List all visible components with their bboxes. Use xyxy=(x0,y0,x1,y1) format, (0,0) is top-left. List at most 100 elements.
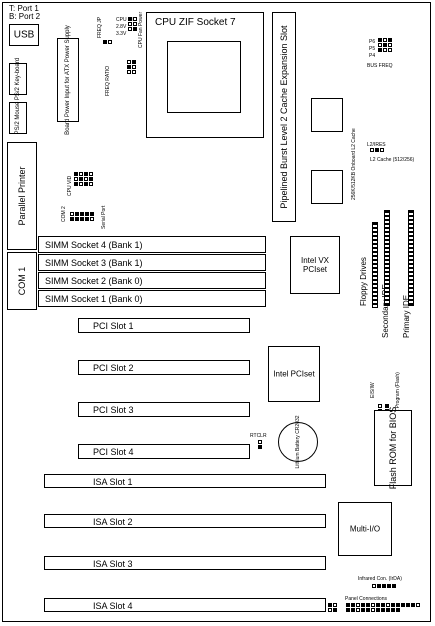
header-pin xyxy=(356,603,360,607)
jumper-pin xyxy=(133,27,137,31)
header-pin xyxy=(85,212,89,216)
intel-pciset-label: Intel PCIset xyxy=(273,369,315,379)
ps2-mouse-label: PS/2 Mouse xyxy=(15,101,21,135)
primary-ide-connector xyxy=(408,210,414,306)
pci-slot-3-label: PCI Slot 3 xyxy=(93,405,134,415)
header-pin xyxy=(377,584,381,588)
intel-vx-pciset: Intel VX PCIset xyxy=(290,236,340,294)
l2-cache-label: L2 Cache (512/256) xyxy=(370,157,415,163)
intel-pciset: Intel PCIset xyxy=(268,346,320,402)
cpu-socket: CPU ZIF Socket 7 xyxy=(146,12,264,138)
jumper-pin xyxy=(380,148,384,152)
header-pin xyxy=(366,608,370,612)
header-pin xyxy=(351,603,355,607)
multi-io-chip: Multi-I/O xyxy=(338,502,392,556)
onboard-cache-label: 256K/512KB Onboard L2 Cache xyxy=(351,128,357,200)
cpu-socket-core xyxy=(167,41,241,113)
ps2-keyboard-label: PS/2 Key-board xyxy=(15,57,21,101)
jumper-pin xyxy=(79,182,83,186)
header-pin xyxy=(401,603,405,607)
header-pin xyxy=(381,603,385,607)
jumper-pin xyxy=(89,182,93,186)
panel-connections-label: Panel Connections xyxy=(345,596,387,602)
jumper-pin xyxy=(84,182,88,186)
atx-power-connector: Board Power Input for ATX Power Supply xyxy=(57,25,79,135)
simm-socket-2-label: SIMM Socket 2 (Bank 0) xyxy=(45,276,143,286)
rtclr-pins xyxy=(258,440,264,449)
pci-slot-2: PCI Slot 2 xyxy=(78,360,250,375)
isa-slot-2-label: ISA Slot 2 xyxy=(93,517,133,527)
jumper-pin xyxy=(128,27,132,31)
jumper-pin xyxy=(388,38,392,42)
multi-io-label: Multi-I/O xyxy=(349,524,381,534)
jumper-pin xyxy=(132,65,136,69)
header-pin xyxy=(371,603,375,607)
header-pin xyxy=(75,212,79,216)
pci-slot-4: PCI Slot 4 xyxy=(78,444,250,459)
jumper-pin xyxy=(383,43,387,47)
header-pin xyxy=(356,608,360,612)
flash-rom: Flash ROM for BIOS xyxy=(374,407,412,489)
header-pin xyxy=(382,584,386,588)
com2-header xyxy=(70,212,98,221)
onboard-cache-chip-2 xyxy=(311,170,343,204)
cpu-socket-label: CPU ZIF Socket 7 xyxy=(155,17,236,28)
header-pin xyxy=(70,217,74,221)
jumper-pin xyxy=(89,172,93,176)
infrared-pins xyxy=(372,584,412,588)
freq-jp-pins xyxy=(103,40,115,44)
floppy-label: Floppy Drives xyxy=(359,257,368,306)
jumper-pin xyxy=(375,148,379,152)
isa-slot-4: ISA Slot 4 xyxy=(44,598,326,612)
header-pin xyxy=(392,584,396,588)
volt-33-label: 3.3V xyxy=(116,31,127,37)
usb-label: USB xyxy=(13,29,35,41)
panel-small-pins xyxy=(328,603,340,612)
isa-slot-2: ISA Slot 2 xyxy=(44,514,326,528)
header-pin xyxy=(346,603,350,607)
usb-port: USB xyxy=(9,24,39,46)
isa-slot-1: ISA Slot 1 xyxy=(44,474,326,488)
jumper-pin xyxy=(378,38,382,42)
com1-port: COM 1 xyxy=(7,252,37,310)
header-pin xyxy=(346,608,350,612)
pci-slot-3: PCI Slot 3 xyxy=(78,402,250,417)
com2-label: COM 2 xyxy=(61,206,67,222)
jumper-pin xyxy=(370,148,374,152)
freq-ratio-label: FREQ RATIO xyxy=(105,65,111,96)
battery: Lithium Battery CR2032 xyxy=(278,415,318,469)
header-pin xyxy=(381,608,385,612)
onboard-cache-chip-1 xyxy=(311,98,343,132)
jumper-pin xyxy=(103,40,107,44)
simm-socket-3: SIMM Socket 3 (Bank 1) xyxy=(38,254,266,271)
isa-slot-3-label: ISA Slot 3 xyxy=(93,559,133,569)
atx-power-label: Board Power Input for ATX Power Supply xyxy=(65,25,71,135)
jumper-pin xyxy=(132,70,136,74)
header-pin xyxy=(361,608,365,612)
isa-slot-3: ISA Slot 3 xyxy=(44,556,326,570)
port2-label: B: Port 2 xyxy=(9,12,41,21)
simm-socket-1: SIMM Socket 1 (Bank 0) xyxy=(38,290,266,307)
header-pin xyxy=(387,584,391,588)
pci-slot-4-label: PCI Slot 4 xyxy=(93,447,134,457)
ps2-mouse-connector: PS/2 Mouse xyxy=(9,102,27,134)
header-pin xyxy=(391,603,395,607)
cache-expansion-label: Pipelined Burst Level 2 Cache Expansion … xyxy=(279,25,289,209)
header-pin xyxy=(371,608,375,612)
header-pin xyxy=(80,217,84,221)
header-pin xyxy=(333,603,337,607)
cpu-voltage-pins xyxy=(128,17,138,31)
l2-jumper-label: L2/IRES xyxy=(367,142,386,148)
jumper-pin xyxy=(133,17,137,21)
header-pin xyxy=(351,608,355,612)
simm-socket-4: SIMM Socket 4 (Bank 1) xyxy=(38,236,266,253)
serial-port-label: Serial Port xyxy=(101,205,107,229)
freq-ratio-pins xyxy=(127,60,137,74)
jumper-pin xyxy=(132,60,136,64)
jumper-pin xyxy=(378,48,382,52)
infrared-label: Infrared Con. (IrDA) xyxy=(358,576,402,582)
header-pin xyxy=(361,603,365,607)
volt-28-label: 2.8V xyxy=(116,24,127,30)
header-pin xyxy=(386,603,390,607)
jumper-pin xyxy=(385,404,389,408)
